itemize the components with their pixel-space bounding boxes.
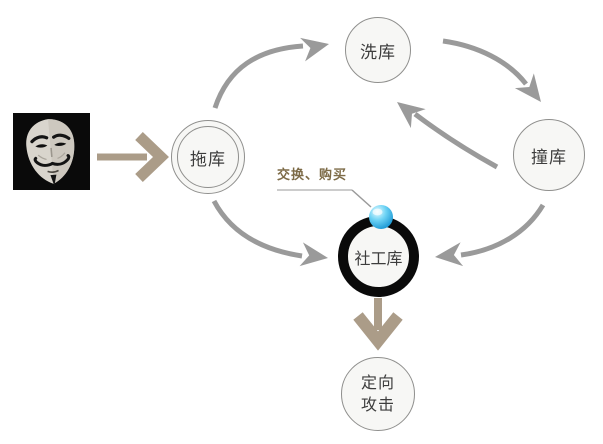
node-tuoku-inner-ring [177, 126, 239, 188]
blue-orb-drawing [369, 205, 393, 229]
anonymous-mask-icon [13, 113, 90, 190]
node-zhuangku-label: 撞库 [531, 147, 567, 168]
node-dingxiang-label: 定向 攻击 [360, 373, 395, 414]
node-xiku: 洗库 [345, 17, 411, 83]
node-zhuangku: 撞库 [513, 119, 585, 191]
node-tuoku-label: 拖库 [190, 149, 226, 170]
edge-tuoku-to-shegongku [211, 199, 303, 259]
anonymous-mask-drawing [13, 113, 90, 190]
edge-tuoku-to-shegongku-arrowhead [299, 242, 328, 267]
blue-orb-icon [368, 204, 394, 230]
node-shegongku: 社工库 [338, 216, 419, 297]
edge-xiku-to-zhuangku-arrowhead [514, 73, 541, 102]
annotation-exchange-purchase: 交换、购买 [277, 168, 348, 183]
edge-actor-to-tuoku-arrowhead [135, 132, 169, 182]
edge-zhuangku-to-xiku-arrowhead [397, 102, 426, 129]
node-xiku-label: 洗库 [360, 42, 396, 63]
edge-xiku-to-zhuangku [442, 38, 528, 86]
node-dingxiang: 定向 攻击 [341, 357, 415, 431]
edge-shegongku-to-dingxiang-arrowhead [353, 312, 403, 351]
edge-tuoku-to-xiku [212, 43, 304, 109]
node-shegongku-label: 社工库 [354, 248, 403, 268]
edge-zhuangku-to-xiku [413, 112, 499, 170]
edge-zhuangku-to-shegongku-arrowhead [435, 242, 464, 267]
node-tuoku: 拖库 [171, 120, 245, 194]
annotation-pointer-line [351, 189, 372, 208]
edge-zhuangku-to-shegongku [460, 203, 546, 258]
edge-tuoku-to-xiku-arrowhead [300, 37, 329, 62]
